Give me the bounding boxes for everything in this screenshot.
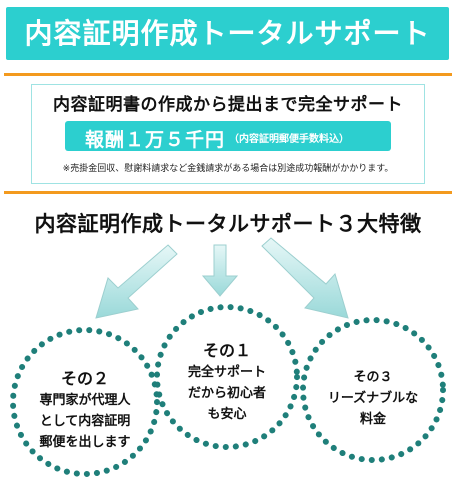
feature-3-line: リーズナブルな — [327, 391, 419, 406]
feature-circle-2 — [10, 327, 160, 477]
fee-badge: 報酬１万５千円 （内容証明郵便手数料込） — [65, 121, 391, 151]
feature-1-text: その１ 完全サポート だから初心者 も安心 — [163, 340, 291, 425]
feature-2-line: 郵便を出します — [39, 435, 131, 450]
feature-3-text: その３ リーズナブルな 料金 — [309, 367, 437, 430]
fee-amount: 報酬１万５千円 — [85, 129, 226, 151]
feature-3-heading: その３ — [353, 370, 393, 385]
feature-1-heading: その１ — [202, 341, 251, 360]
service-summary-box: 内容証明書の作成から提出まで完全サポート 報酬１万５千円 （内容証明郵便手数料込… — [31, 84, 425, 184]
feature-2-line: として内容証明 — [39, 414, 131, 429]
arrow-left-icon — [95, 244, 178, 319]
feature-1-line: も安心 — [207, 407, 247, 422]
feature-circle-1 — [154, 304, 300, 450]
fee-note: （内容証明郵便手数料込） — [229, 134, 349, 145]
summary-headline: 内容証明書の作成から提出まで完全サポート — [53, 95, 403, 115]
divider-bottom — [4, 191, 452, 194]
arrow-right-icon — [261, 237, 349, 319]
feature-2-text: その２ 専門家が代理人 として内容証明 郵便を出します — [15, 368, 155, 453]
feature-2-line: 専門家が代理人 — [39, 393, 131, 408]
feature-3-line: 料金 — [359, 412, 386, 427]
feature-1-line: だから初心者 — [187, 386, 266, 401]
title-banner: 内容証明作成トータルサポート — [6, 7, 449, 60]
footnote: ※売掛金回収、慰謝料請求など金銭請求がある場合は別途成功報酬がかかります。 — [62, 164, 394, 174]
feature-1-line: 完全サポート — [187, 365, 266, 380]
banner-title: 内容証明作成トータルサポート — [24, 17, 431, 50]
feature-circle-3 — [300, 317, 446, 463]
arrow-down-icon — [201, 244, 239, 297]
divider-top — [4, 73, 452, 76]
feature-2-heading: その２ — [60, 369, 109, 388]
features-title: 内容証明作成トータルサポート３大特徴 — [34, 212, 422, 236]
